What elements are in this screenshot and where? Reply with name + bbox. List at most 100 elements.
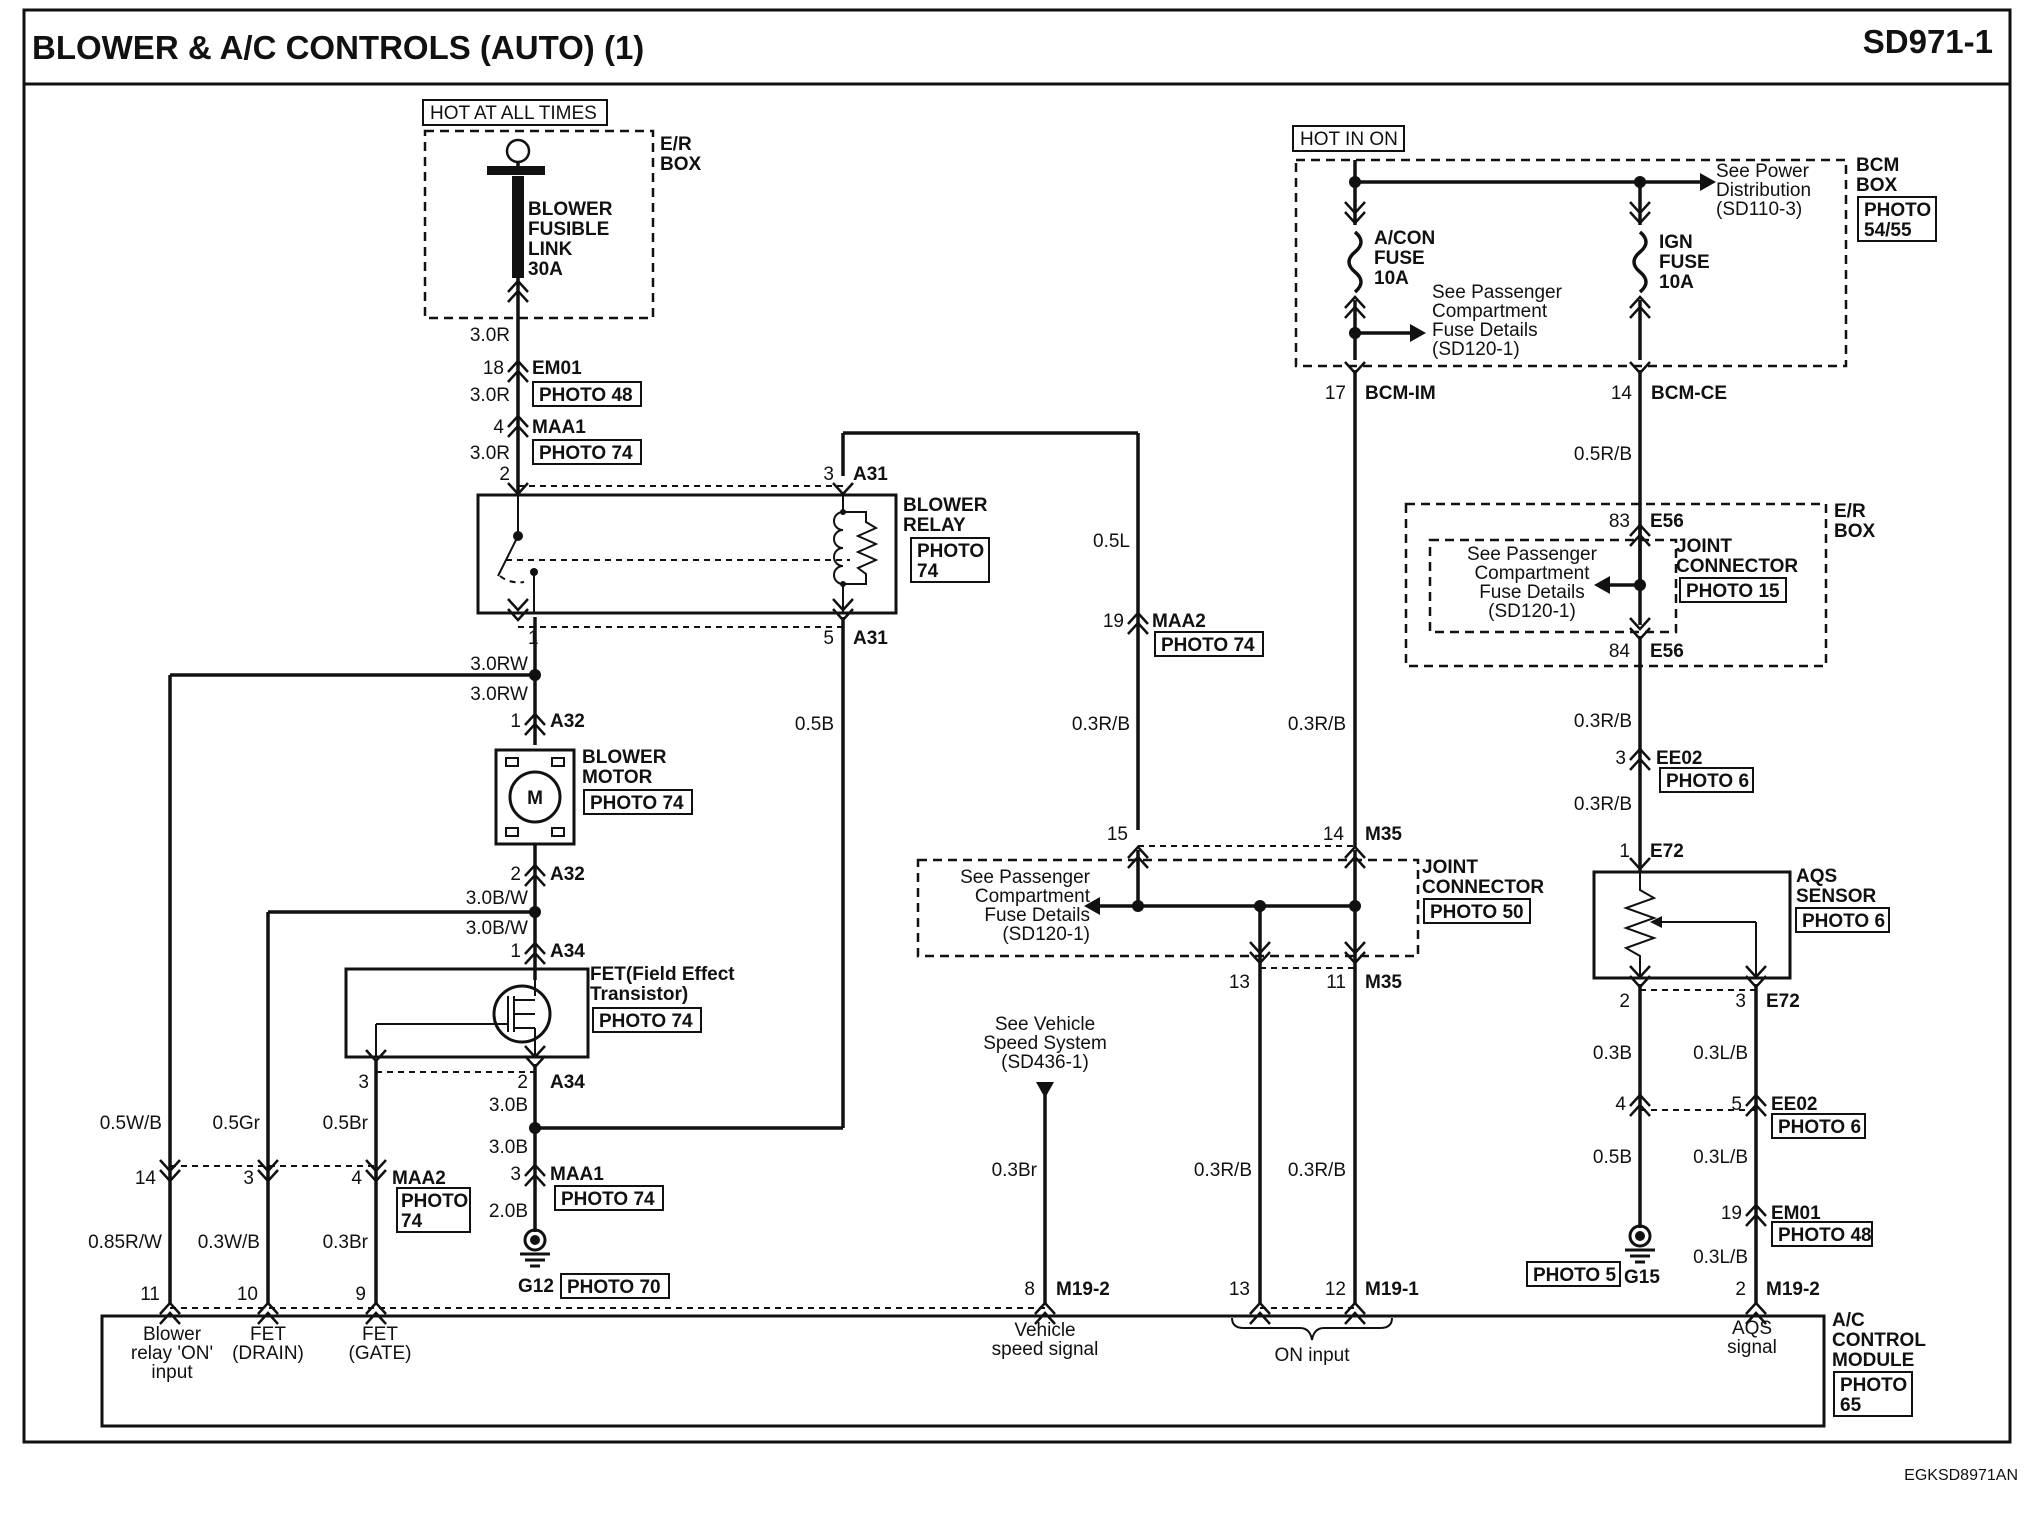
- svg-text:3.0R: 3.0R: [470, 385, 510, 406]
- svg-text:3.0B: 3.0B: [489, 1137, 528, 1158]
- ign-fuse-label: IGN: [1659, 232, 1693, 253]
- ground-g12-icon: [518, 1228, 552, 1268]
- svg-text:13: 13: [1229, 1279, 1250, 1300]
- blower-relay-photo-2: 74: [917, 561, 939, 582]
- see-passenger-fuse-3: See Passenger: [960, 867, 1091, 888]
- battery-terminal-icon: [505, 138, 531, 164]
- svg-text:0.3R/B: 0.3R/B: [1288, 1160, 1346, 1181]
- svg-text:CONTROL: CONTROL: [1832, 1330, 1926, 1351]
- bcm-box-outline: [1294, 158, 1848, 368]
- svg-text:4: 4: [1615, 1094, 1626, 1115]
- page-code: SD971-1: [1863, 23, 1993, 60]
- ground-g15-icon: [1623, 1224, 1657, 1264]
- connector-e72: E72: [1650, 841, 1684, 862]
- connector-maa1: MAA1: [532, 417, 586, 438]
- connector-em01: EM01: [532, 358, 582, 379]
- svg-text:0.3W/B: 0.3W/B: [198, 1232, 260, 1253]
- svg-text:(GATE): (GATE): [349, 1343, 412, 1364]
- svg-text:(SD120-1): (SD120-1): [1488, 601, 1576, 622]
- fet: [344, 967, 590, 1059]
- svg-text:E56: E56: [1650, 641, 1684, 662]
- svg-text:12: 12: [1325, 1279, 1346, 1300]
- svg-text:A34: A34: [550, 1072, 585, 1093]
- svg-text:0.3Br: 0.3Br: [323, 1232, 369, 1253]
- svg-text:14: 14: [135, 1168, 157, 1189]
- svg-text:15: 15: [1107, 824, 1128, 845]
- svg-text:11: 11: [140, 1284, 160, 1305]
- pin-on-input: ON input: [1275, 1345, 1351, 1366]
- blower-motor-photo: PHOTO 74: [590, 793, 684, 814]
- svg-text:MODULE: MODULE: [1832, 1350, 1914, 1371]
- svg-text:PHOTO 74: PHOTO 74: [1161, 635, 1255, 656]
- connector-m35: M35: [1365, 824, 1402, 845]
- motor-icon: [508, 770, 562, 824]
- svg-text:EE02: EE02: [1771, 1094, 1817, 1115]
- bcm-box-label-2: BOX: [1856, 175, 1898, 196]
- module-photo-2: 65: [1840, 1395, 1862, 1416]
- svg-text:0.3L/B: 0.3L/B: [1693, 1247, 1748, 1268]
- svg-text:PHOTO 48: PHOTO 48: [1778, 1225, 1872, 1246]
- svg-text:3.0B: 3.0B: [489, 1095, 528, 1116]
- svg-text:SENSOR: SENSOR: [1796, 886, 1877, 907]
- svg-text:14: 14: [1611, 383, 1633, 404]
- motor-symbol: M: [527, 788, 543, 809]
- connector-e56: E56: [1650, 511, 1684, 532]
- relay-coil-icon: [833, 511, 844, 585]
- svg-text:10: 10: [237, 1284, 258, 1305]
- ign-fuse-icon: [1632, 230, 1648, 294]
- acon-fuse-icon: [1347, 230, 1363, 294]
- svg-text:13: 13: [1229, 972, 1250, 993]
- connector-a32: A32: [550, 711, 585, 732]
- svg-text:0.5B: 0.5B: [795, 714, 834, 735]
- joint-connector-1-outline: [1428, 538, 1678, 634]
- joint-connector-1-label: JOINT: [1676, 536, 1732, 557]
- see-power-distribution: See Power: [1716, 161, 1810, 182]
- ground-g12: G12: [518, 1276, 554, 1297]
- svg-text:2: 2: [510, 864, 521, 885]
- svg-text:4: 4: [351, 1168, 362, 1189]
- bcm-box-label: BCM: [1856, 155, 1899, 176]
- svg-text:PHOTO 6: PHOTO 6: [1778, 1117, 1861, 1138]
- svg-text:83: 83: [1609, 511, 1630, 532]
- svg-text:3: 3: [510, 1164, 521, 1185]
- svg-text:1: 1: [510, 711, 521, 732]
- svg-text:3.0B/W: 3.0B/W: [466, 918, 528, 939]
- svg-text:2: 2: [1619, 991, 1630, 1012]
- er-box-2-outline: [1404, 502, 1828, 668]
- svg-text:10A: 10A: [1374, 268, 1409, 289]
- svg-text:0.5L: 0.5L: [1093, 531, 1130, 552]
- svg-text:0.5R/B: 0.5R/B: [1574, 444, 1632, 465]
- fusible-link-label: BLOWER: [528, 199, 613, 220]
- svg-text:Compartment: Compartment: [1432, 301, 1548, 322]
- bcm-box-photo-2: 54/55: [1864, 220, 1912, 241]
- svg-text:10A: 10A: [1659, 272, 1694, 293]
- svg-text:input: input: [151, 1362, 193, 1383]
- svg-text:0.3R/B: 0.3R/B: [1574, 794, 1632, 815]
- svg-text:(SD110-3): (SD110-3): [1716, 199, 1802, 220]
- svg-text:A32: A32: [550, 864, 585, 885]
- svg-text:0.3R/B: 0.3R/B: [1574, 711, 1632, 732]
- er-box-2-label: E/R: [1834, 501, 1866, 522]
- svg-text:relay 'ON': relay 'ON': [131, 1343, 213, 1364]
- er-box-label: E/R: [660, 134, 692, 155]
- svg-text:3: 3: [358, 1072, 369, 1093]
- svg-text:(SD436-1): (SD436-1): [1001, 1052, 1089, 1073]
- pin-fet-gate: FET: [362, 1324, 398, 1345]
- svg-text:19: 19: [1721, 1203, 1742, 1224]
- wire-label: 3.0R: [470, 325, 510, 346]
- aqs-sensor-photo: PHOTO 6: [1802, 911, 1885, 932]
- photo-70: PHOTO 70: [567, 1277, 661, 1298]
- joint-connector-2-outline: [916, 858, 1420, 958]
- see-passenger-fuse-1: See Passenger: [1432, 282, 1563, 303]
- aqs-sensor-label: AQS: [1796, 866, 1837, 887]
- svg-text:Speed System: Speed System: [983, 1033, 1107, 1054]
- connector-a31: A31: [853, 464, 888, 485]
- svg-text:Fuse Details: Fuse Details: [1432, 320, 1538, 341]
- connector-a34: A34: [550, 941, 585, 962]
- svg-text:Fuse Details: Fuse Details: [984, 905, 1090, 926]
- svg-text:1: 1: [1619, 841, 1630, 862]
- fusible-link-label-2: FUSIBLE: [528, 219, 609, 240]
- ground-g15: G15: [1624, 1267, 1660, 1288]
- svg-text:2: 2: [517, 1072, 528, 1093]
- svg-text:(DRAIN): (DRAIN): [232, 1343, 304, 1364]
